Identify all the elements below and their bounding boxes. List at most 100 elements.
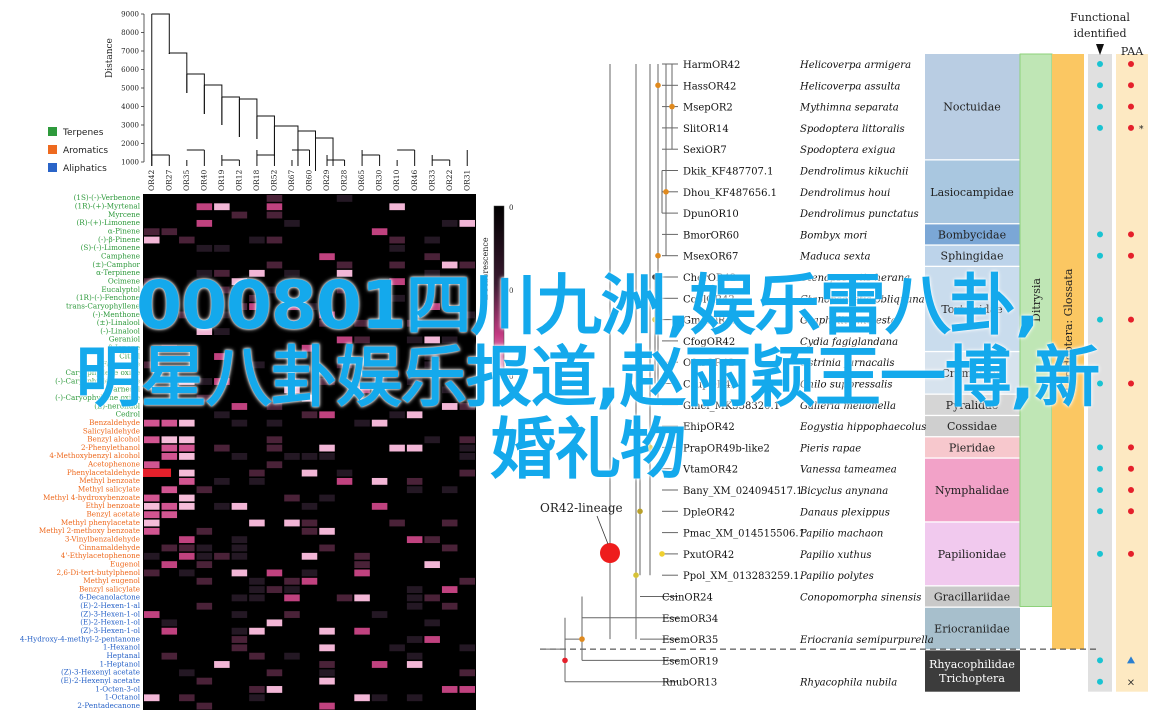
receptor-label: OR12 bbox=[234, 169, 243, 191]
watermark-overlay-text: 000801四川九洲,娱乐雷八卦, 明星八卦娱乐报道,赵丽颖王一博,新 婚礼物 bbox=[0, 270, 1175, 486]
tree-node bbox=[669, 103, 675, 110]
heatmap-cell bbox=[319, 444, 335, 452]
compound-label: Camphene bbox=[101, 252, 140, 261]
heatmap-cell bbox=[301, 453, 318, 460]
heatmap-cell bbox=[266, 586, 283, 593]
heatmap-cell bbox=[336, 469, 353, 477]
heatmap-cell bbox=[301, 344, 318, 352]
heatmap-cell bbox=[406, 411, 423, 419]
heatmap-cell bbox=[371, 694, 388, 702]
compound-label: 2,6-Di-tert-butylphenol bbox=[57, 568, 141, 577]
heatmap-cell bbox=[284, 594, 300, 602]
heatmap-cell bbox=[284, 519, 300, 527]
heatmap-cell bbox=[179, 569, 195, 577]
receptor-name: EsemOR19 bbox=[662, 656, 718, 667]
heatmap-cell bbox=[424, 636, 440, 643]
compound-label: Acetophenone bbox=[87, 460, 140, 469]
heatmap-cell bbox=[266, 211, 283, 219]
heatmap-cell bbox=[161, 436, 178, 444]
receptor-label: OR33 bbox=[427, 169, 436, 191]
heatmap-cell bbox=[441, 336, 458, 344]
heatmap-cell bbox=[371, 228, 388, 236]
heatmap-cell bbox=[214, 444, 230, 452]
heatmap-cell bbox=[196, 486, 213, 494]
compound-label: Farnesene bbox=[102, 360, 140, 369]
heatmap-cell bbox=[179, 544, 195, 552]
colorbar bbox=[493, 205, 505, 379]
species-name: Spodoptera littoralis bbox=[800, 124, 905, 135]
species-name: Papilio xuthus bbox=[799, 550, 872, 561]
heatmap-cell bbox=[231, 644, 248, 652]
heatmap-cell bbox=[196, 219, 213, 227]
legend-label: Terpenes bbox=[62, 128, 104, 138]
heatmap-cell bbox=[424, 369, 440, 377]
heatmap-cell bbox=[249, 294, 265, 302]
functional-header-line1: Functional bbox=[1070, 11, 1130, 24]
heatmap-cell bbox=[161, 486, 178, 494]
heatmap-cell bbox=[144, 236, 160, 244]
heatmap-cell bbox=[214, 378, 230, 385]
compound-label: (1S)-(-)-Verbenone bbox=[74, 193, 140, 202]
heatmap-cell bbox=[319, 677, 335, 685]
heatmap-cell bbox=[319, 311, 335, 319]
heatmap-cell bbox=[231, 419, 248, 427]
functional-dot-icon bbox=[1097, 380, 1103, 387]
compound-label: (E)-2-Hexenyl acetate bbox=[61, 676, 140, 685]
heatmap-cell bbox=[179, 502, 195, 510]
family-label: Nymphalidae bbox=[935, 484, 1009, 497]
heatmap-cell bbox=[144, 694, 160, 702]
receptor-name: CfogOR42 bbox=[683, 337, 735, 348]
species-name: Mythimna separata bbox=[799, 103, 899, 114]
receptor-name: CoblOR42 bbox=[683, 294, 735, 305]
heatmap-cell bbox=[231, 544, 248, 552]
heatmap-cell bbox=[249, 627, 265, 635]
compound-label: Benzyl salicylate bbox=[79, 584, 140, 593]
heatmap-cell bbox=[459, 436, 475, 444]
receptor-label: OR10 bbox=[392, 169, 401, 191]
heatmap-cell bbox=[406, 319, 423, 327]
tree-node bbox=[652, 316, 658, 323]
compound-label: (R)-(+)-Limonene bbox=[77, 218, 141, 227]
paa-triangle-icon bbox=[1127, 656, 1135, 664]
heatmap-cell bbox=[144, 228, 160, 236]
heatmap-cell bbox=[249, 577, 265, 585]
heatmap-cell bbox=[336, 261, 353, 269]
heatmap-cell bbox=[459, 453, 475, 460]
receptor-name: CsinOR24 bbox=[662, 593, 713, 604]
compound-label: Methyl 4-hydroxybenzoate bbox=[43, 493, 140, 502]
family-label: Noctuidae bbox=[943, 101, 1001, 114]
heatmap-cell bbox=[196, 203, 213, 211]
compound-label: trans-Caryophyllene bbox=[66, 301, 140, 310]
heatmap-cell bbox=[441, 602, 458, 610]
compound-label: 1-Octanol bbox=[105, 693, 141, 702]
heatmap-cell bbox=[389, 203, 405, 211]
functional-dot-icon bbox=[1097, 316, 1103, 323]
species-name: Papilio machaon bbox=[799, 529, 883, 540]
species-name: Papilio polytes bbox=[799, 571, 874, 582]
heatmap-cell bbox=[249, 652, 265, 660]
heatmap-cell bbox=[266, 686, 283, 693]
heatmap-cell bbox=[371, 419, 388, 427]
compound-label: (-)-Menthone bbox=[93, 310, 140, 319]
heatmap-cell bbox=[406, 486, 423, 494]
compound-label: (Z)-3-Hexen-1-ol bbox=[80, 609, 140, 618]
heatmap-highlight-cell bbox=[143, 468, 172, 477]
heatmap-cell bbox=[389, 519, 405, 527]
heatmap-cell bbox=[371, 661, 388, 668]
heatmap-cell bbox=[179, 444, 195, 452]
paa-column bbox=[1116, 54, 1148, 692]
family-label: Pieridae bbox=[949, 441, 995, 454]
family-block bbox=[925, 245, 1020, 266]
paa-dot-icon bbox=[1128, 380, 1134, 387]
heatmap-cell bbox=[179, 419, 195, 427]
functional-dot-icon bbox=[1097, 231, 1103, 238]
receptor-label: OR35 bbox=[182, 169, 191, 191]
compound-label: (Z)-3-Hexen-1-ol bbox=[80, 626, 140, 635]
compound-label: (-)-Linalool bbox=[100, 326, 140, 335]
receptor-name: PxutOR42 bbox=[683, 550, 734, 561]
heatmap-cell bbox=[389, 261, 405, 269]
heatmap-cell bbox=[441, 219, 458, 227]
functional-dot-icon bbox=[1097, 487, 1103, 493]
heatmap-cell bbox=[319, 644, 335, 652]
